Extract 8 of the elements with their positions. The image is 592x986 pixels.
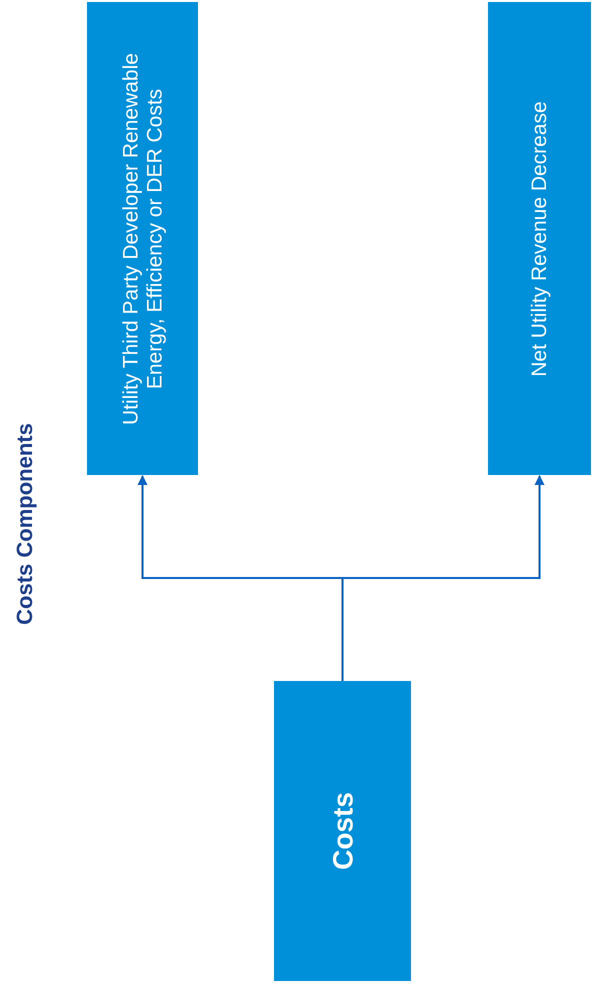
box-label: Utility Third Party Developer Renewable Energy, Efficiency or DER Costs [118,52,166,426]
box-label: Net Utility Revenue Decrease [528,100,552,378]
process-box [274,681,411,981]
title: Costs Components [12,422,38,627]
process-box [488,2,591,475]
box-label: Costs [326,791,358,872]
arrow [342,475,544,681]
process-box [87,2,198,475]
